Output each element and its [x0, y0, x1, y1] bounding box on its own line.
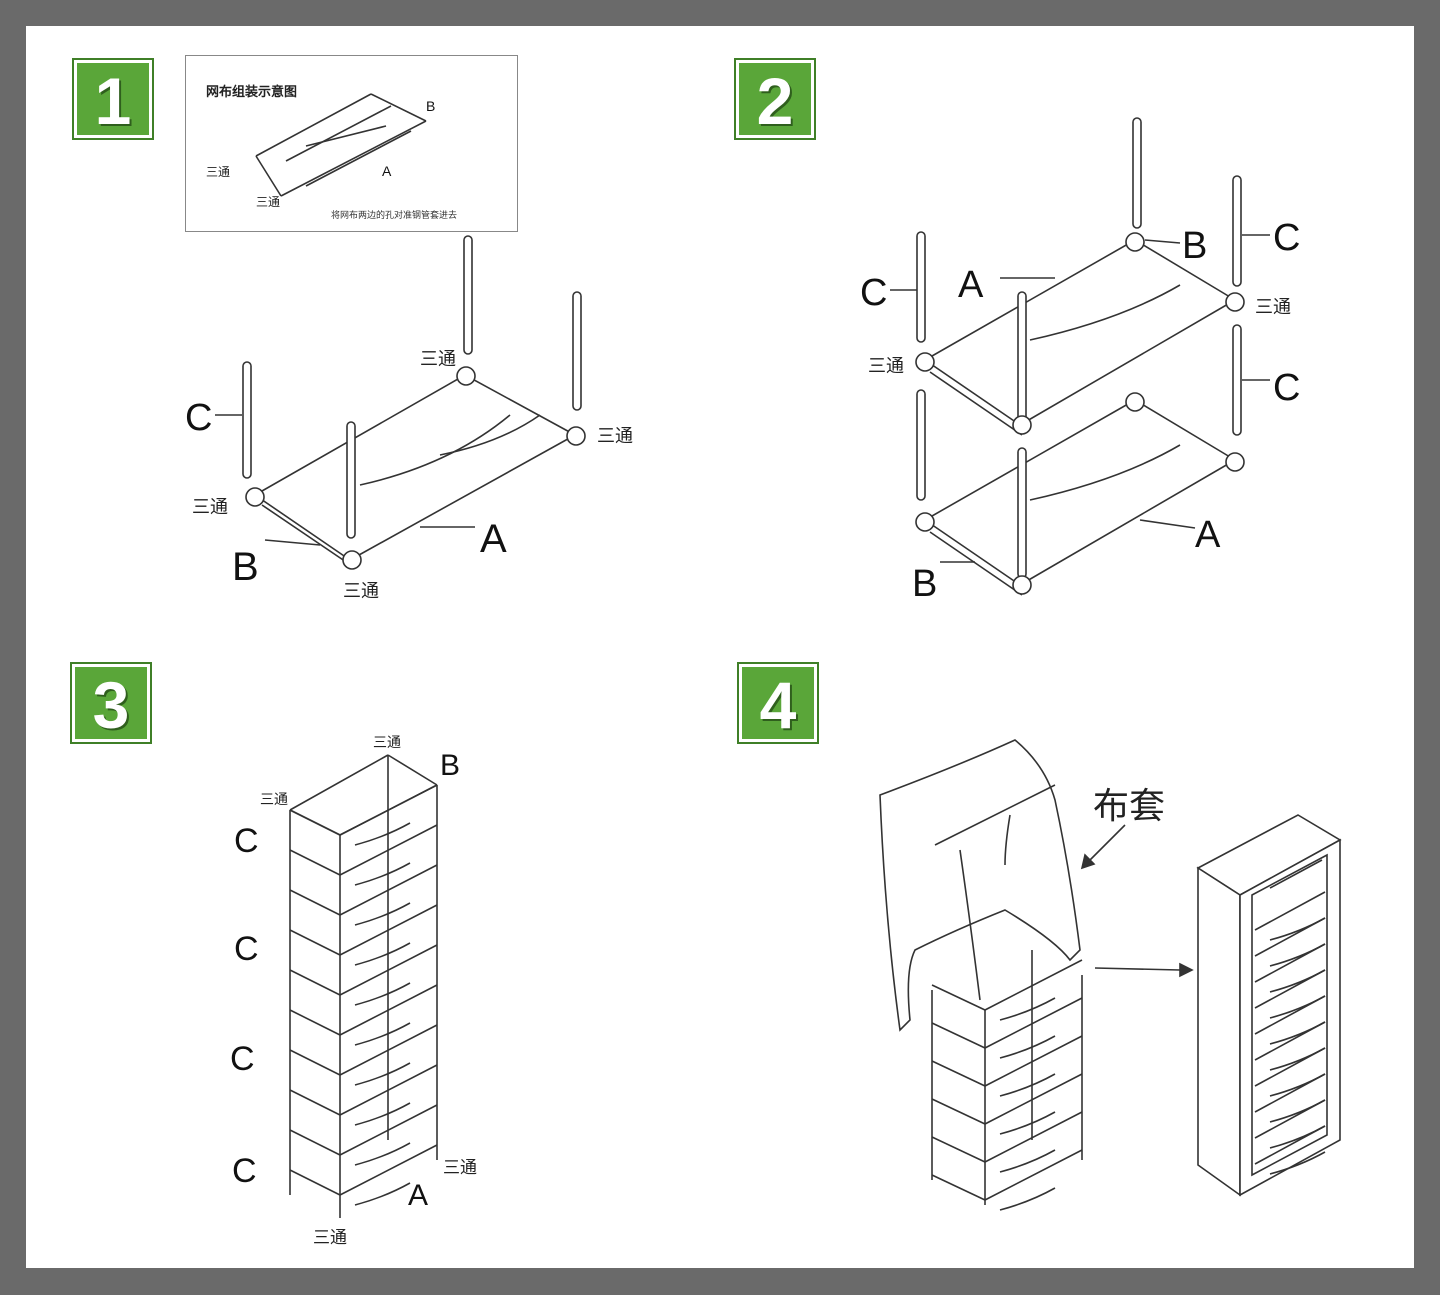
step-1-diagram: C B A 三通 三通 三通 三通 — [185, 235, 633, 602]
step1-label-b: B — [232, 545, 259, 589]
step2-label-a-bottom: A — [1195, 514, 1221, 556]
step3-label-c-2: C — [234, 930, 259, 968]
step4-label-cover: 布套 — [1093, 786, 1165, 827]
step-3-diagram: C C C C B A 三通 三通 三通 三通 — [230, 735, 477, 1248]
inset-caption: 将网布两边的孔对准钢管套进去 — [331, 211, 458, 221]
step-4-badge: 4 — [737, 662, 819, 744]
inset-label-a: A — [382, 163, 392, 179]
step3-tee-right: 三通 — [443, 1158, 477, 1178]
step1-tee-bottom: 三通 — [343, 581, 379, 602]
step2-label-c-left: C — [860, 272, 887, 314]
step2-tee-left: 三通 — [868, 356, 904, 377]
step-3-badge: 3 — [70, 662, 152, 744]
step1-label-a: A — [480, 517, 507, 561]
step2-label-c-bottom: C — [1273, 367, 1300, 409]
inset-title: 网布组装示意图 — [206, 85, 298, 100]
instruction-sheet — [26, 26, 1414, 1268]
inset-diagram: B A 三通 三通 — [206, 93, 435, 209]
step1-label-c: C — [185, 397, 212, 439]
step-2-badge: 2 — [734, 58, 816, 140]
step2-label-c-top: C — [1273, 217, 1300, 259]
step3-tee-bottom: 三通 — [313, 1228, 347, 1248]
step3-tee-top: 三通 — [373, 735, 401, 751]
step2-tee-right: 三通 — [1255, 297, 1291, 318]
step3-label-c-4: C — [232, 1152, 257, 1190]
step3-tee-left: 三通 — [260, 792, 288, 808]
step3-label-c-3: C — [230, 1040, 255, 1078]
step-2-diagram: C C C A A B B 三通 三通 — [860, 117, 1300, 605]
step2-label-b-top: B — [1182, 225, 1207, 267]
step3-label-c-1: C — [234, 822, 259, 860]
mesh-assembly-inset: 网布组装示意图 B A 三通 三通 将网布两边的孔对准钢管套进去 — [185, 55, 518, 232]
inset-label-tee-2: 三通 — [256, 195, 280, 209]
step1-tee-top: 三通 — [420, 349, 456, 370]
step3-label-b: B — [440, 749, 460, 782]
step3-label-a: A — [408, 1179, 428, 1212]
step-4-diagram: 布套 — [879, 739, 1342, 1211]
step1-tee-left: 三通 — [192, 497, 228, 518]
step1-tee-right: 三通 — [597, 426, 633, 447]
step2-label-a-top: A — [958, 264, 984, 306]
inset-label-b: B — [426, 98, 435, 114]
inset-label-tee-1: 三通 — [206, 165, 230, 179]
step-1-badge: 1 — [72, 58, 154, 140]
step2-label-b-bottom: B — [912, 563, 937, 605]
